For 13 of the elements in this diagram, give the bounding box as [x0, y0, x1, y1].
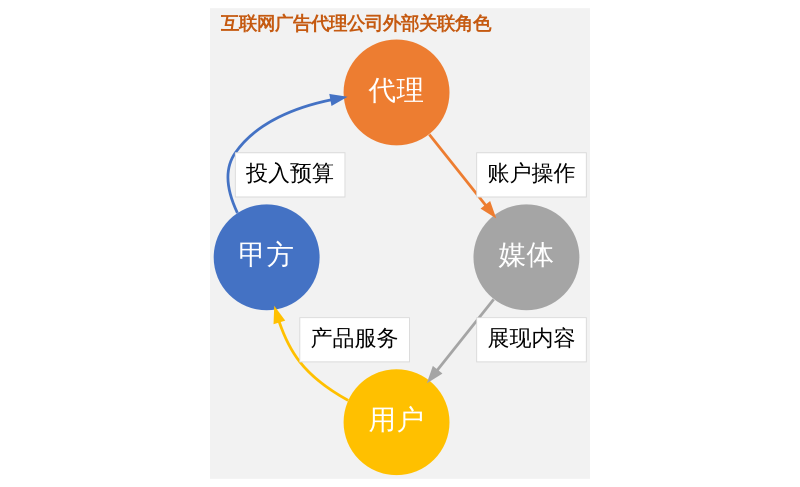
diagram-title: 互联网广告代理公司外部关联角色 [221, 13, 492, 34]
arrow [226, 94, 348, 214]
node-circle: 媒体 [473, 204, 580, 310]
edge-label: 账户操作 [487, 160, 576, 187]
node-circle: 代理 [344, 39, 450, 146]
arrow [274, 306, 349, 402]
node-circle: 用户 [344, 369, 450, 476]
edge-label: 产品服务 [310, 325, 398, 352]
node-circle: 甲方 [214, 204, 320, 310]
arrow [426, 298, 495, 384]
arrow [428, 134, 496, 219]
edge-label: 展现内容 [487, 325, 576, 352]
edge-label: 投入预算 [246, 160, 334, 187]
